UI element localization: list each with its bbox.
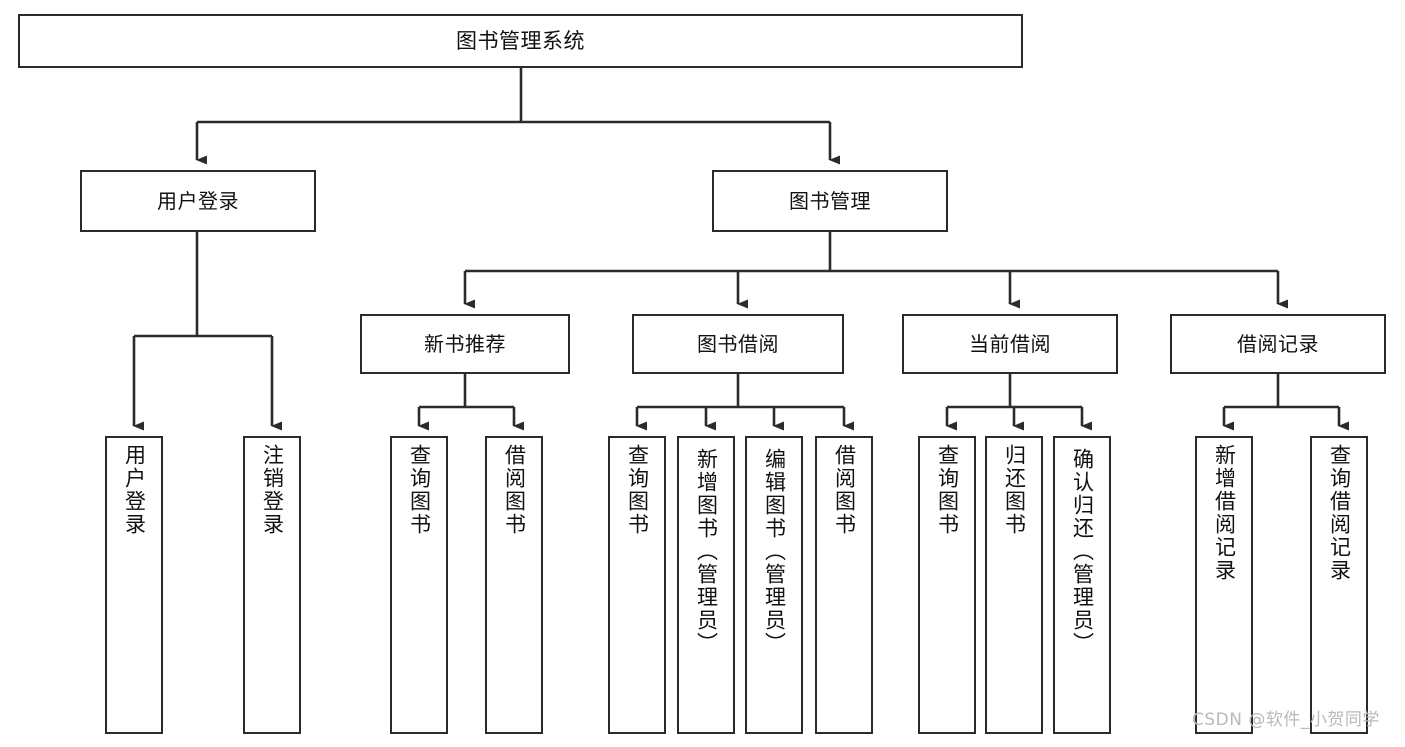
node-new-book-recommend-label: 新书推荐 (424, 331, 506, 356)
leaf-user-login-label: 用户登录 (122, 444, 147, 536)
leaf-add-borrow-record[interactable]: 新增借阅记录 (1195, 436, 1253, 734)
leaf-add-borrow-record-label: 新增借阅记录 (1212, 444, 1237, 582)
leaf-query-book-rec-label: 查询图书 (407, 444, 432, 536)
leaf-query-book-borrow[interactable]: 查询图书 (608, 436, 666, 734)
leaf-borrow-book-rec-label: 借阅图书 (502, 444, 527, 536)
leaf-borrow-book[interactable]: 借阅图书 (815, 436, 873, 734)
node-borrow-record-label: 借阅记录 (1237, 331, 1319, 356)
node-current-borrow[interactable]: 当前借阅 (902, 314, 1118, 374)
leaf-query-book-cur-label: 查询图书 (935, 444, 960, 536)
node-book-borrow-label: 图书借阅 (697, 331, 779, 356)
edges-borrow-record (1222, 374, 1349, 431)
leaf-add-book-admin-label: 新增图书（管理员） (694, 448, 719, 655)
leaf-edit-book-admin-label: 编辑图书（管理员） (762, 448, 787, 655)
node-root-label: 图书管理系统 (456, 28, 585, 53)
node-book-management[interactable]: 图书管理 (712, 170, 948, 232)
node-current-borrow-label: 当前借阅 (969, 331, 1051, 356)
node-user-login[interactable]: 用户登录 (80, 170, 316, 232)
leaf-borrow-book-label: 借阅图书 (832, 444, 857, 536)
leaf-edit-book-admin[interactable]: 编辑图书（管理员） (745, 436, 803, 734)
node-root[interactable]: 图书管理系统 (18, 14, 1023, 68)
leaf-query-borrow-record-label: 查询借阅记录 (1327, 444, 1352, 582)
edges-root (195, 68, 840, 165)
leaf-return-book[interactable]: 归还图书 (985, 436, 1043, 734)
node-book-borrow[interactable]: 图书借阅 (632, 314, 844, 374)
leaf-query-borrow-record[interactable]: 查询借阅记录 (1310, 436, 1368, 734)
leaf-return-book-label: 归还图书 (1002, 444, 1027, 536)
leaf-user-login[interactable]: 用户登录 (105, 436, 163, 734)
leaf-query-book-cur[interactable]: 查询图书 (918, 436, 976, 734)
node-user-login-label: 用户登录 (157, 188, 239, 213)
edges-book-borrow (635, 374, 854, 431)
leaf-user-logout-label: 注销登录 (260, 444, 285, 536)
edges-new-book-recommend (417, 374, 524, 431)
leaf-borrow-book-rec[interactable]: 借阅图书 (485, 436, 543, 734)
node-new-book-recommend[interactable]: 新书推荐 (360, 314, 570, 374)
leaf-confirm-return-admin[interactable]: 确认归还（管理员） (1053, 436, 1111, 734)
leaf-add-book-admin[interactable]: 新增图书（管理员） (677, 436, 735, 734)
leaf-query-book-borrow-label: 查询图书 (625, 444, 650, 536)
node-borrow-record[interactable]: 借阅记录 (1170, 314, 1386, 374)
edges-user-login (132, 232, 282, 431)
leaf-confirm-return-admin-label: 确认归还（管理员） (1070, 448, 1095, 655)
edges-book-management (463, 232, 1288, 309)
leaf-query-book-rec[interactable]: 查询图书 (390, 436, 448, 734)
leaf-user-logout[interactable]: 注销登录 (243, 436, 301, 734)
edges-current-borrow (945, 374, 1092, 431)
node-book-management-label: 图书管理 (789, 188, 871, 213)
